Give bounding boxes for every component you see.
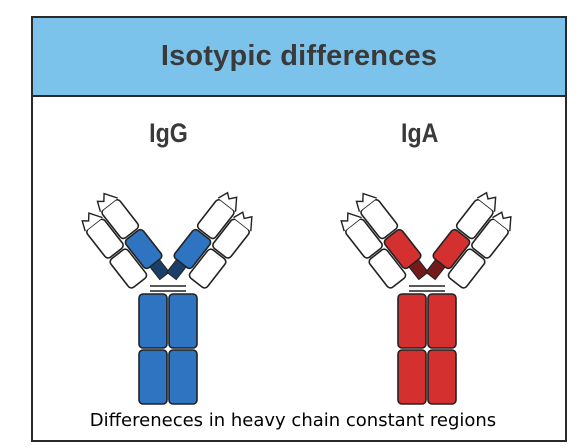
- igg-fc-ch2-domain: [168, 293, 198, 349]
- igg-right-cl-domain: [188, 248, 227, 289]
- iga-fc-ch2-domain: [397, 293, 427, 349]
- igg-fc-ch3-domain: [138, 349, 168, 405]
- igg-fc-ch2-domain: [138, 293, 168, 349]
- caption: Differeneces in heavy chain constant reg…: [89, 410, 497, 431]
- iga-left-fab-arm: [340, 192, 429, 289]
- iga-left-cl-domain: [368, 248, 407, 289]
- iga-left-vh-cap: [355, 192, 377, 212]
- iga-right-fab-arm: [425, 191, 512, 289]
- iga-right-vh-cap: [476, 191, 497, 212]
- igg-right-hinge-segment: [166, 258, 187, 281]
- igg-right-vh-cap: [217, 191, 238, 212]
- iga-antibody: [340, 191, 512, 405]
- iga-right-cl-domain: [447, 248, 486, 289]
- igg-fc-ch3-domain: [168, 349, 198, 405]
- iga-left-hinge-segment: [408, 258, 429, 281]
- igg-left-vl-cap: [81, 212, 103, 232]
- igg-antibody: [81, 191, 253, 405]
- iga-fc-ch3-domain: [397, 349, 427, 405]
- igg-left-cl-domain: [109, 248, 148, 289]
- title-banner: Isotypic differences: [33, 18, 565, 97]
- iga-fc-ch3-domain: [427, 349, 457, 405]
- igg-right-vl-cap: [233, 211, 253, 232]
- igg-right-vh-domain: [196, 198, 235, 240]
- iga-label: IgA: [401, 118, 439, 148]
- iga-fc-ch2-domain: [427, 293, 457, 349]
- igg-left-vh-cap: [96, 192, 118, 212]
- igg-left-hinge-segment: [149, 258, 170, 281]
- igg-left-fab-arm: [81, 192, 170, 289]
- igg-right-fab-arm: [166, 191, 253, 289]
- iga-right-hinge-segment: [425, 258, 446, 281]
- igg-label: IgG: [149, 118, 188, 148]
- iga-right-vl-cap: [492, 211, 512, 232]
- iga-left-vl-cap: [340, 212, 362, 232]
- figure-title: Isotypic differences: [160, 40, 438, 72]
